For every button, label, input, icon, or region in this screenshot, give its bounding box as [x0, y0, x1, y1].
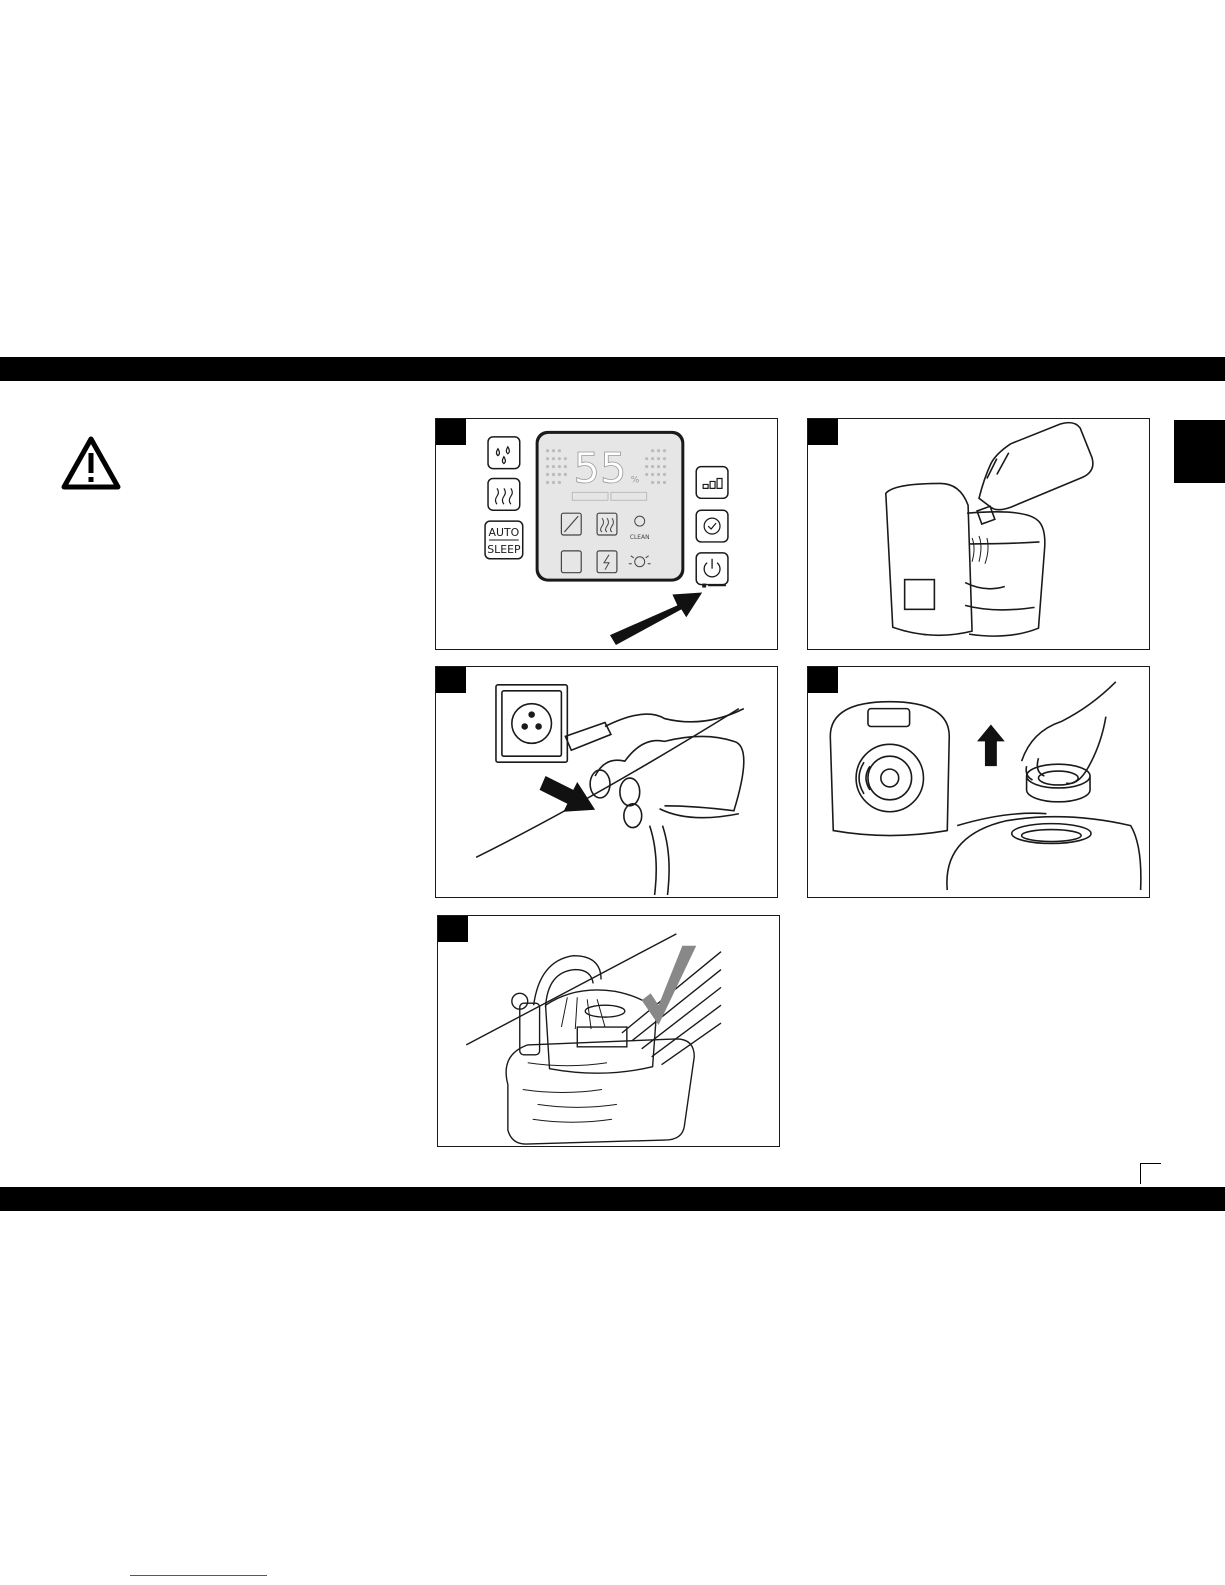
fan-speed-icon [696, 467, 728, 499]
power-icon [696, 553, 728, 588]
figure-remove-cap [807, 666, 1150, 898]
water-drops-icon [488, 437, 520, 469]
footer-link-underline [130, 1575, 267, 1576]
language-tab [1174, 420, 1225, 483]
page-number-mark [1140, 1163, 1161, 1184]
clean-label: CLEAN [630, 534, 650, 541]
figure-unplug [435, 666, 778, 898]
figure-rinse-tank [437, 915, 780, 1147]
auto-label: AUTO [489, 526, 520, 539]
footer-bar [0, 1187, 1225, 1211]
lcd-display: 55 % CLEAN [536, 431, 685, 582]
humidity-unit: % [631, 475, 639, 485]
sleep-label: SLEEP [487, 543, 521, 556]
figure-control-panel: AUTO SLEEP 55 % [435, 418, 778, 650]
header-bar [0, 357, 1225, 381]
arrow-icon [977, 725, 1005, 767]
figure-pour-descaler [807, 418, 1150, 650]
warning-icon [60, 435, 122, 491]
arrow-icon [610, 592, 702, 645]
timer-icon [696, 510, 728, 542]
humidity-value: 55 [574, 443, 627, 492]
steam-icon [488, 478, 520, 510]
auto-sleep-button: AUTO SLEEP [485, 521, 523, 559]
